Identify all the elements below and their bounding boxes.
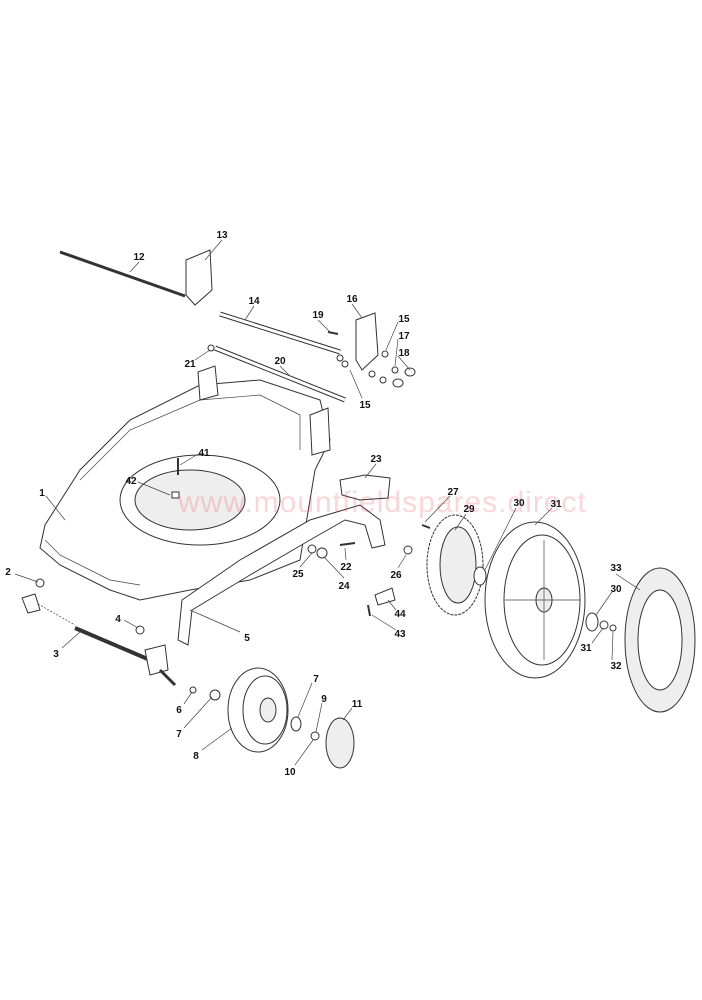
label-31b: 31 bbox=[580, 643, 592, 654]
rear-wheel-assembly bbox=[421, 514, 696, 713]
label-33: 33 bbox=[610, 563, 622, 574]
label-11: 11 bbox=[352, 699, 363, 710]
label-23: 23 bbox=[370, 454, 382, 465]
watermark: www.mountfieldspares.direct bbox=[177, 486, 587, 519]
washers-nuts bbox=[207, 331, 416, 388]
label-26: 26 bbox=[390, 570, 402, 581]
label-41: 41 bbox=[198, 448, 210, 459]
label-7: 7 bbox=[313, 674, 319, 685]
label-9: 9 bbox=[321, 694, 327, 705]
label-5: 5 bbox=[244, 633, 250, 644]
label-2: 2 bbox=[5, 567, 11, 578]
label-21: 21 bbox=[184, 359, 196, 370]
leader-lines bbox=[14, 239, 641, 766]
label-3: 3 bbox=[53, 649, 59, 660]
label-24: 24 bbox=[338, 581, 350, 592]
label-7b: 7 bbox=[176, 729, 182, 740]
callout-labels: 13 12 14 16 19 15 17 18 21 20 15 41 23 4… bbox=[5, 230, 622, 778]
front-axle-assembly bbox=[21, 578, 177, 687]
label-19: 19 bbox=[312, 310, 324, 321]
label-15b: 15 bbox=[359, 400, 371, 411]
label-6: 6 bbox=[176, 705, 182, 716]
label-20: 20 bbox=[274, 356, 286, 367]
label-25: 25 bbox=[292, 569, 304, 580]
label-27: 27 bbox=[447, 487, 459, 498]
label-32: 32 bbox=[610, 661, 622, 672]
label-12: 12 bbox=[133, 252, 145, 263]
label-30: 30 bbox=[513, 498, 525, 509]
height-adjust-frame bbox=[177, 504, 386, 646]
label-13: 13 bbox=[216, 230, 228, 241]
bracket-16 bbox=[355, 312, 379, 371]
label-8: 8 bbox=[193, 751, 199, 762]
label-18: 18 bbox=[398, 348, 410, 359]
rod-12 bbox=[59, 250, 186, 298]
rod-14 bbox=[219, 311, 341, 355]
label-4: 4 bbox=[115, 614, 121, 625]
label-42: 42 bbox=[125, 476, 137, 487]
rod-20 bbox=[214, 345, 346, 403]
label-10: 10 bbox=[284, 767, 296, 778]
label-29: 29 bbox=[463, 504, 475, 515]
label-31: 31 bbox=[550, 499, 562, 510]
hubcap-11 bbox=[325, 717, 355, 769]
label-44: 44 bbox=[394, 609, 406, 620]
label-1: 1 bbox=[39, 488, 45, 499]
front-wheel-8 bbox=[189, 667, 355, 769]
label-17: 17 bbox=[398, 331, 410, 342]
label-43: 43 bbox=[394, 629, 406, 640]
label-16: 16 bbox=[346, 294, 358, 305]
bracket-13 bbox=[185, 249, 213, 306]
label-22: 22 bbox=[340, 562, 352, 573]
label-15: 15 bbox=[398, 314, 410, 325]
label-30b: 30 bbox=[610, 584, 622, 595]
bracket-23 bbox=[339, 474, 391, 501]
label-14: 14 bbox=[248, 296, 260, 307]
